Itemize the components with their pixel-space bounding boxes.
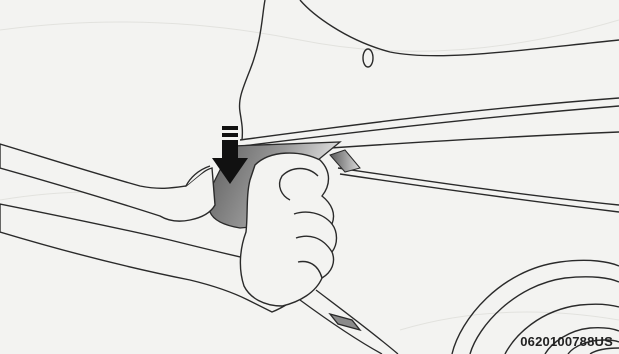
lower-strip (300, 290, 398, 354)
figure-code: 0620100788US (520, 334, 613, 349)
left-hand (0, 144, 215, 221)
